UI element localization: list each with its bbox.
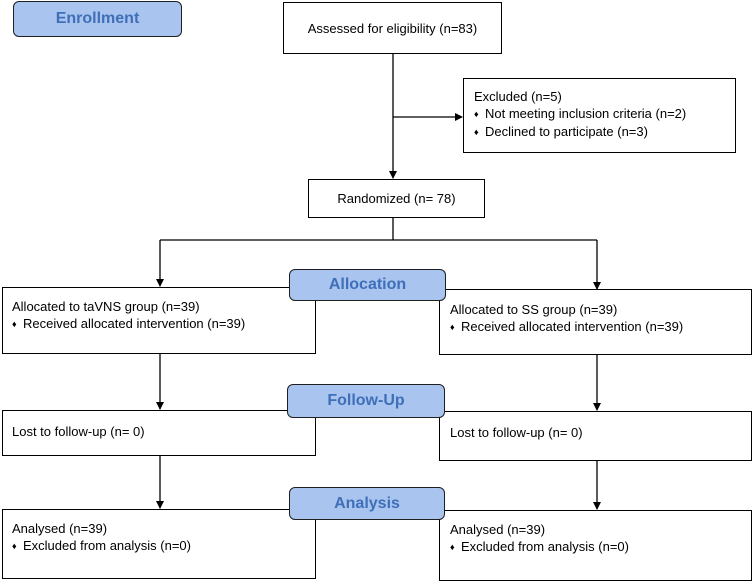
right-allocated-item: ♦Received allocated intervention (n=39) (450, 319, 684, 334)
left-allocated-title: Allocated to taVNS group (n=39) (12, 299, 200, 314)
randomized-text: Randomized (n= 78) (337, 191, 456, 206)
right-allocated-box: Allocated to SS group (n=39) ♦Received a… (439, 289, 752, 355)
stage-analysis: Analysis (289, 487, 445, 520)
right-analysed-item: ♦Excluded from analysis (n=0) (450, 539, 629, 554)
stage-enrollment: Enrollment (13, 1, 182, 37)
bullet-icon: ♦ (450, 542, 455, 552)
bullet-icon: ♦ (12, 541, 17, 551)
excluded-item: ♦Declined to participate (n=3) (474, 124, 648, 139)
right-lost-text: Lost to follow-up (n= 0) (450, 425, 583, 440)
right-analysed-title: Analysed (n=39) (450, 522, 546, 537)
excluded-item: ♦Not meeting inclusion criteria (n=2) (474, 106, 687, 121)
excluded-title: Excluded (n=5) (474, 89, 562, 104)
bullet-icon: ♦ (474, 109, 479, 119)
excluded-box: Excluded (n=5) ♦Not meeting inclusion cr… (463, 78, 736, 153)
right-allocated-title: Allocated to SS group (n=39) (450, 302, 618, 317)
bullet-icon: ♦ (450, 322, 455, 332)
left-analysed-title: Analysed (n=39) (12, 521, 108, 536)
right-analysed-box: Analysed (n=39) ♦Excluded from analysis … (439, 510, 752, 581)
stage-allocation: Allocation (289, 269, 446, 301)
left-lost-box: Lost to follow-up (n= 0) (2, 410, 316, 456)
bullet-icon: ♦ (474, 127, 479, 137)
assessed-text: Assessed for eligibility (n=83) (307, 20, 478, 36)
randomized-box: Randomized (n= 78) (308, 179, 485, 218)
stage-follow-up: Follow-Up (287, 384, 445, 418)
left-allocated-box: Allocated to taVNS group (n=39) ♦Receive… (2, 287, 316, 354)
left-analysed-item: ♦Excluded from analysis (n=0) (12, 538, 191, 553)
left-allocated-item: ♦Received allocated intervention (n=39) (12, 316, 246, 331)
left-lost-text: Lost to follow-up (n= 0) (12, 424, 145, 439)
bullet-icon: ♦ (12, 319, 17, 329)
assessed-box: Assessed for eligibility (n=83) (283, 2, 502, 54)
right-lost-box: Lost to follow-up (n= 0) (439, 411, 752, 461)
left-analysed-box: Analysed (n=39) ♦Excluded from analysis … (2, 509, 316, 579)
